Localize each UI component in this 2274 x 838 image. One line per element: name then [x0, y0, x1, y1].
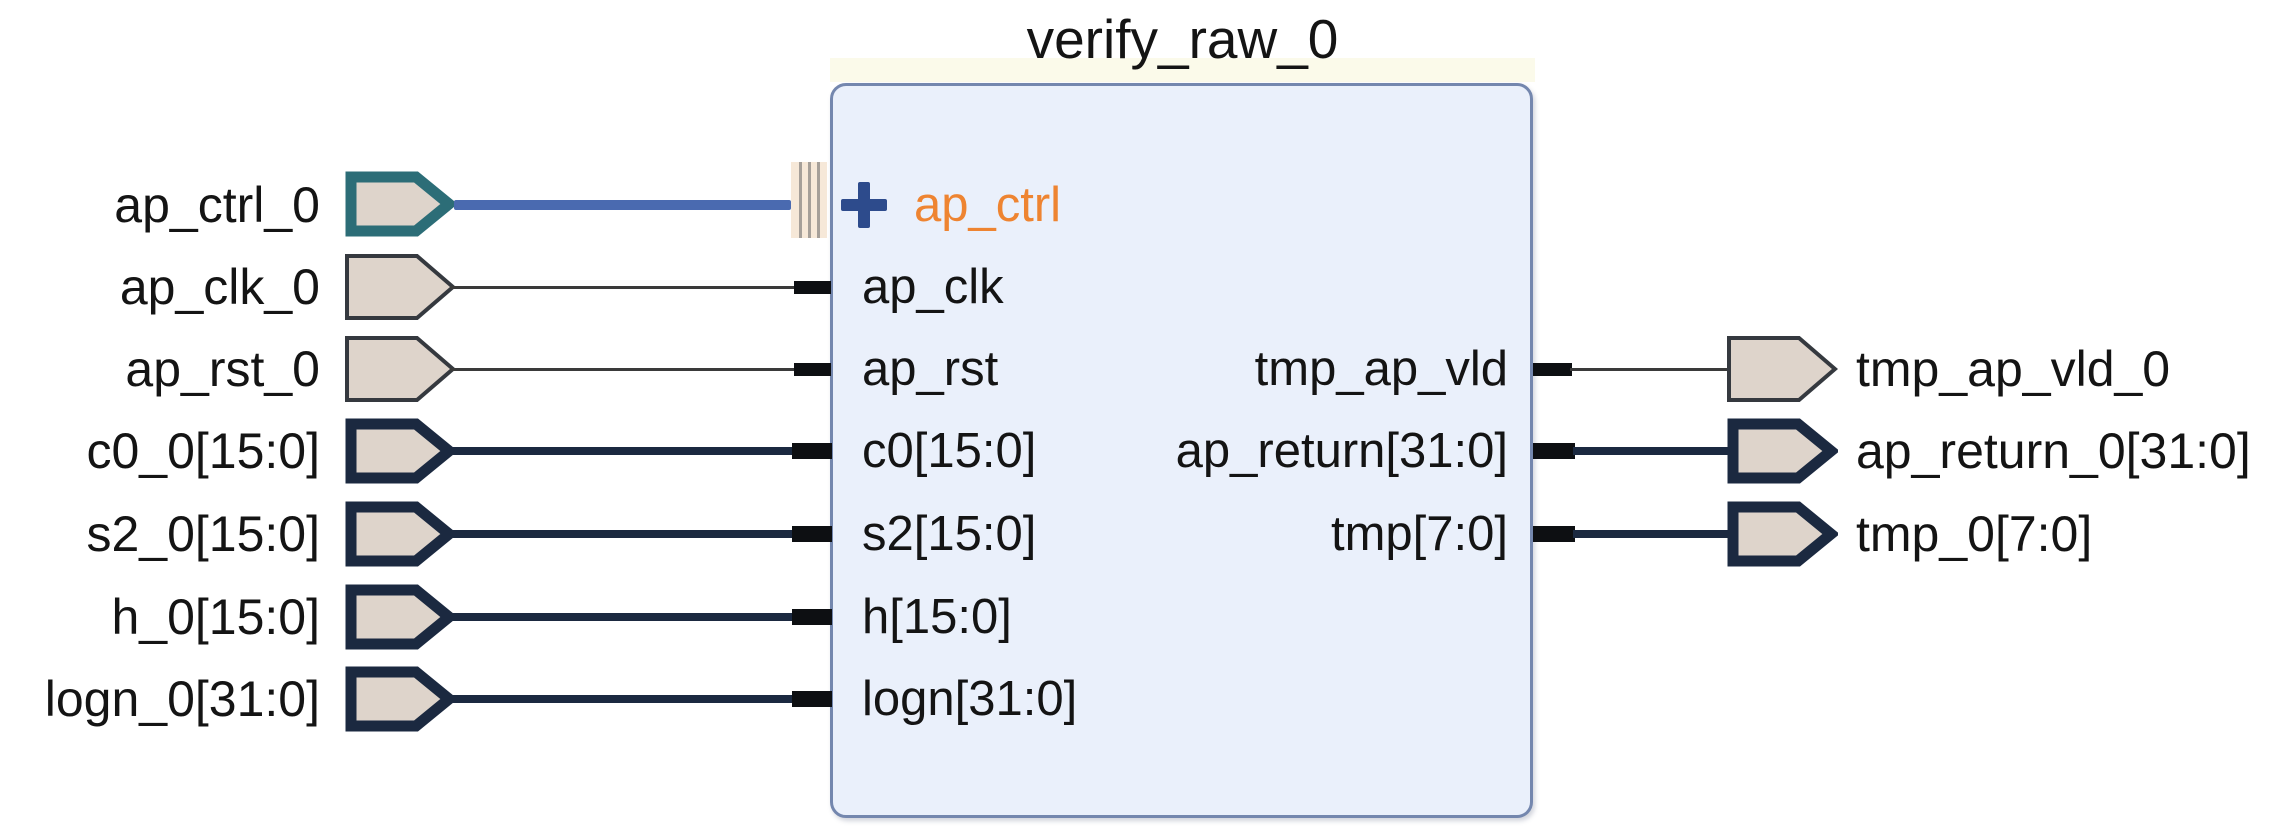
port-pentagon-icon[interactable]: [1726, 416, 1838, 486]
port-label-logn-0: logn_0[31:0]: [44, 671, 320, 727]
external-port-ap-return-0[interactable]: [1726, 416, 1838, 486]
port-label-ap-clk-0: ap_clk_0: [119, 259, 320, 315]
ip-block-verify-raw-0[interactable]: [830, 83, 1533, 818]
pin-stub-h[interactable]: [792, 609, 832, 625]
wire-ap-rst[interactable]: [450, 368, 796, 371]
pin-stub-ap-return[interactable]: [1533, 443, 1575, 459]
external-port-h-0[interactable]: [344, 582, 456, 652]
wire-s2[interactable]: [448, 530, 796, 538]
port-pentagon-icon[interactable]: [344, 169, 456, 239]
block-instance-name: verify_raw_0: [1026, 8, 1339, 70]
pin-label-ap-clk[interactable]: ap_clk: [862, 260, 1004, 314]
external-port-ap-rst-0[interactable]: [344, 334, 456, 404]
pin-label-tmp-ap-vld[interactable]: tmp_ap_vld: [1254, 342, 1508, 396]
external-port-ap-clk-0[interactable]: [344, 252, 456, 322]
external-port-s2-0[interactable]: [344, 499, 456, 569]
pin-label-logn[interactable]: logn[31:0]: [862, 672, 1078, 726]
pin-stub-ap-clk[interactable]: [794, 281, 831, 294]
external-port-logn-0[interactable]: [344, 664, 456, 734]
port-pentagon-icon[interactable]: [344, 252, 456, 322]
port-pentagon-icon[interactable]: [344, 334, 456, 404]
pin-stub-logn[interactable]: [792, 691, 832, 707]
pin-stub-ap-rst[interactable]: [794, 363, 831, 376]
wire-ap-clk[interactable]: [450, 286, 796, 289]
pin-stub-s2[interactable]: [792, 526, 832, 542]
pin-label-s2[interactable]: s2[15:0]: [862, 507, 1037, 561]
external-port-tmp-0[interactable]: [1726, 499, 1838, 569]
pin-label-tmp[interactable]: tmp[7:0]: [1330, 507, 1508, 561]
wire-logn[interactable]: [448, 695, 796, 703]
wire-ap-ctrl[interactable]: [454, 200, 791, 210]
port-pentagon-icon[interactable]: [344, 582, 456, 652]
port-label-tmp-ap-vld-0: tmp_ap_vld_0: [1856, 341, 2171, 397]
wire-tmp-ap-vld[interactable]: [1570, 368, 1730, 371]
pin-stub-c0[interactable]: [792, 443, 832, 459]
wire-tmp[interactable]: [1573, 530, 1730, 538]
port-label-tmp-0: tmp_0[7:0]: [1856, 506, 2093, 562]
port-label-ap-ctrl-0: ap_ctrl_0: [114, 177, 320, 233]
port-pentagon-icon[interactable]: [1726, 334, 1838, 404]
external-port-ap-ctrl-0[interactable]: [344, 169, 456, 239]
port-pentagon-icon[interactable]: [1726, 499, 1838, 569]
port-label-s2-0: s2_0[15:0]: [86, 506, 320, 562]
port-label-ap-rst-0: ap_rst_0: [125, 341, 320, 397]
block-title-highlight: [830, 58, 1535, 82]
port-label-ap-return-0: ap_return_0[31:0]: [1856, 423, 2251, 479]
pin-stub-tmp[interactable]: [1533, 526, 1575, 542]
port-label-c0-0: c0_0[15:0]: [86, 423, 320, 479]
port-label-h-0: h_0[15:0]: [111, 589, 320, 645]
wire-ap-return[interactable]: [1573, 447, 1730, 455]
external-port-c0-0[interactable]: [344, 416, 456, 486]
wire-c0[interactable]: [448, 447, 796, 455]
pin-label-c0[interactable]: c0[15:0]: [862, 424, 1037, 478]
port-pentagon-icon[interactable]: [344, 416, 456, 486]
pin-stub-tmp-ap-vld[interactable]: [1533, 363, 1572, 376]
interface-pin-connector-icon[interactable]: [791, 162, 827, 238]
pin-label-h[interactable]: h[15:0]: [862, 590, 1012, 644]
pin-label-ap-rst[interactable]: ap_rst: [862, 342, 999, 396]
wire-h[interactable]: [448, 613, 796, 621]
port-pentagon-icon[interactable]: [344, 664, 456, 734]
expand-interface-plus-icon[interactable]: [841, 182, 887, 228]
port-pentagon-icon[interactable]: [344, 499, 456, 569]
pin-label-ap-return[interactable]: ap_return[31:0]: [1175, 424, 1508, 478]
pin-label-ap-ctrl[interactable]: ap_ctrl: [914, 178, 1062, 232]
external-port-tmp-ap-vld-0[interactable]: [1726, 334, 1838, 404]
